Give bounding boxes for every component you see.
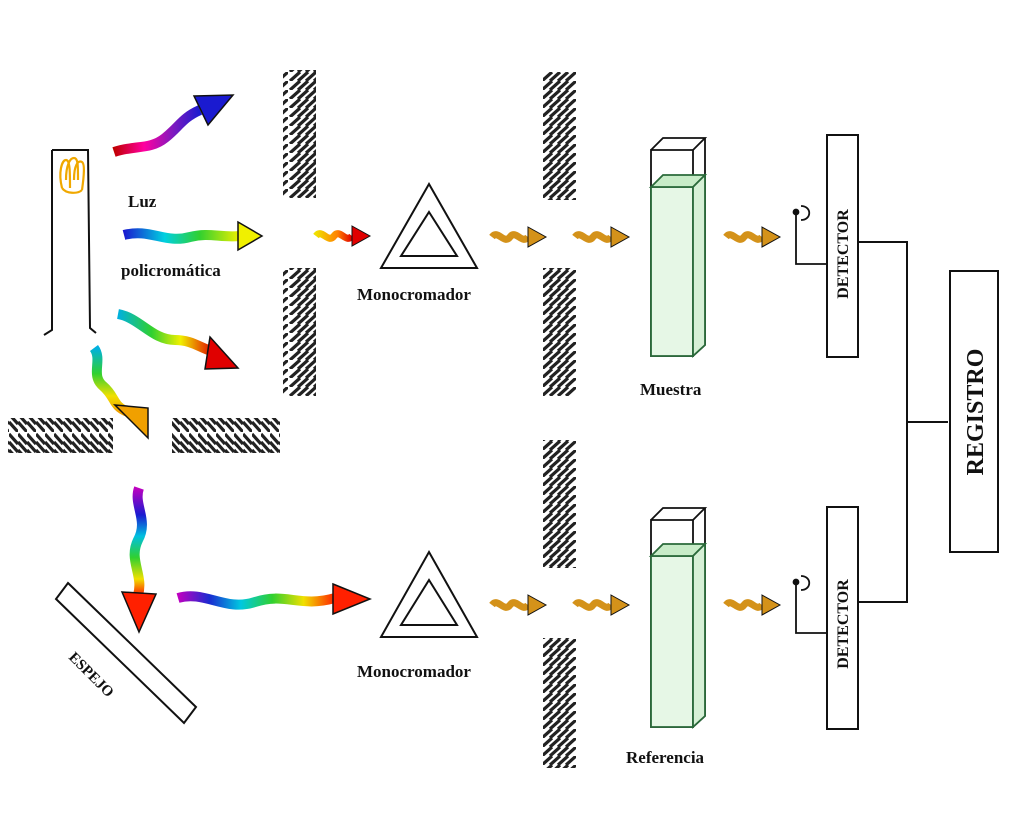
polychromatic-arrow-up xyxy=(112,94,235,157)
label-muestra: Muestra xyxy=(640,380,702,399)
lamp-body-left xyxy=(43,150,53,336)
lamp-filament xyxy=(59,156,85,194)
exit-slit-top-lower xyxy=(543,268,576,396)
recorder-wiring xyxy=(858,241,948,603)
mono-wave-bottom-3 xyxy=(723,594,782,616)
photodetector-top xyxy=(792,205,828,265)
mirror xyxy=(54,581,198,725)
label-referencia: Referencia xyxy=(626,748,705,767)
lamp xyxy=(43,149,97,336)
label-monocromador-bottom: Monocromador xyxy=(357,662,471,681)
exit-slit-top-upper xyxy=(543,72,576,200)
mono-wave-top-3 xyxy=(723,226,782,248)
photodetector-bottom xyxy=(792,575,828,634)
label-detector-bottom: DETECTOR xyxy=(835,579,852,669)
monochromator-bottom xyxy=(379,549,479,638)
beam-splitter-slit-right xyxy=(172,418,280,453)
mono-wave-bottom-1 xyxy=(489,594,548,616)
label-registro: REGISTRO xyxy=(963,349,989,476)
mono-wave-top-2 xyxy=(572,226,631,248)
label-luz: Luz xyxy=(128,192,157,211)
polychromatic-arrow-from-splitter xyxy=(120,486,158,634)
detector-box-bottom xyxy=(826,506,859,730)
label-policromatica: policromática xyxy=(121,261,221,280)
label-espejo: ESPEJO xyxy=(65,649,116,700)
lamp-body-right xyxy=(52,149,97,334)
polychromatic-arrow-to-mirror xyxy=(89,345,149,440)
exit-slit-bottom-upper xyxy=(543,440,576,568)
monochromator-top xyxy=(379,181,479,269)
reference-cuvette xyxy=(648,507,708,730)
mono-wave-bottom-2 xyxy=(572,594,631,616)
exit-slit-bottom-lower xyxy=(543,638,576,768)
polychromatic-arrow-reflected xyxy=(176,582,372,616)
entrance-slit-top xyxy=(283,70,316,198)
detector-box-top xyxy=(826,134,859,358)
mono-wave-top-1 xyxy=(489,226,548,248)
polychromatic-arrow-down xyxy=(116,309,240,370)
registro-box xyxy=(949,270,999,553)
label-detector-top: DETECTOR xyxy=(835,209,852,299)
sample-cuvette xyxy=(648,137,708,359)
entrance-slit-bottom xyxy=(283,268,316,396)
beam-splitter-slit-left xyxy=(8,418,113,453)
short-wave-into-monochromator xyxy=(313,225,372,247)
label-monocromador-top: Monocromador xyxy=(357,285,471,304)
polychromatic-arrow-middle xyxy=(122,220,264,252)
